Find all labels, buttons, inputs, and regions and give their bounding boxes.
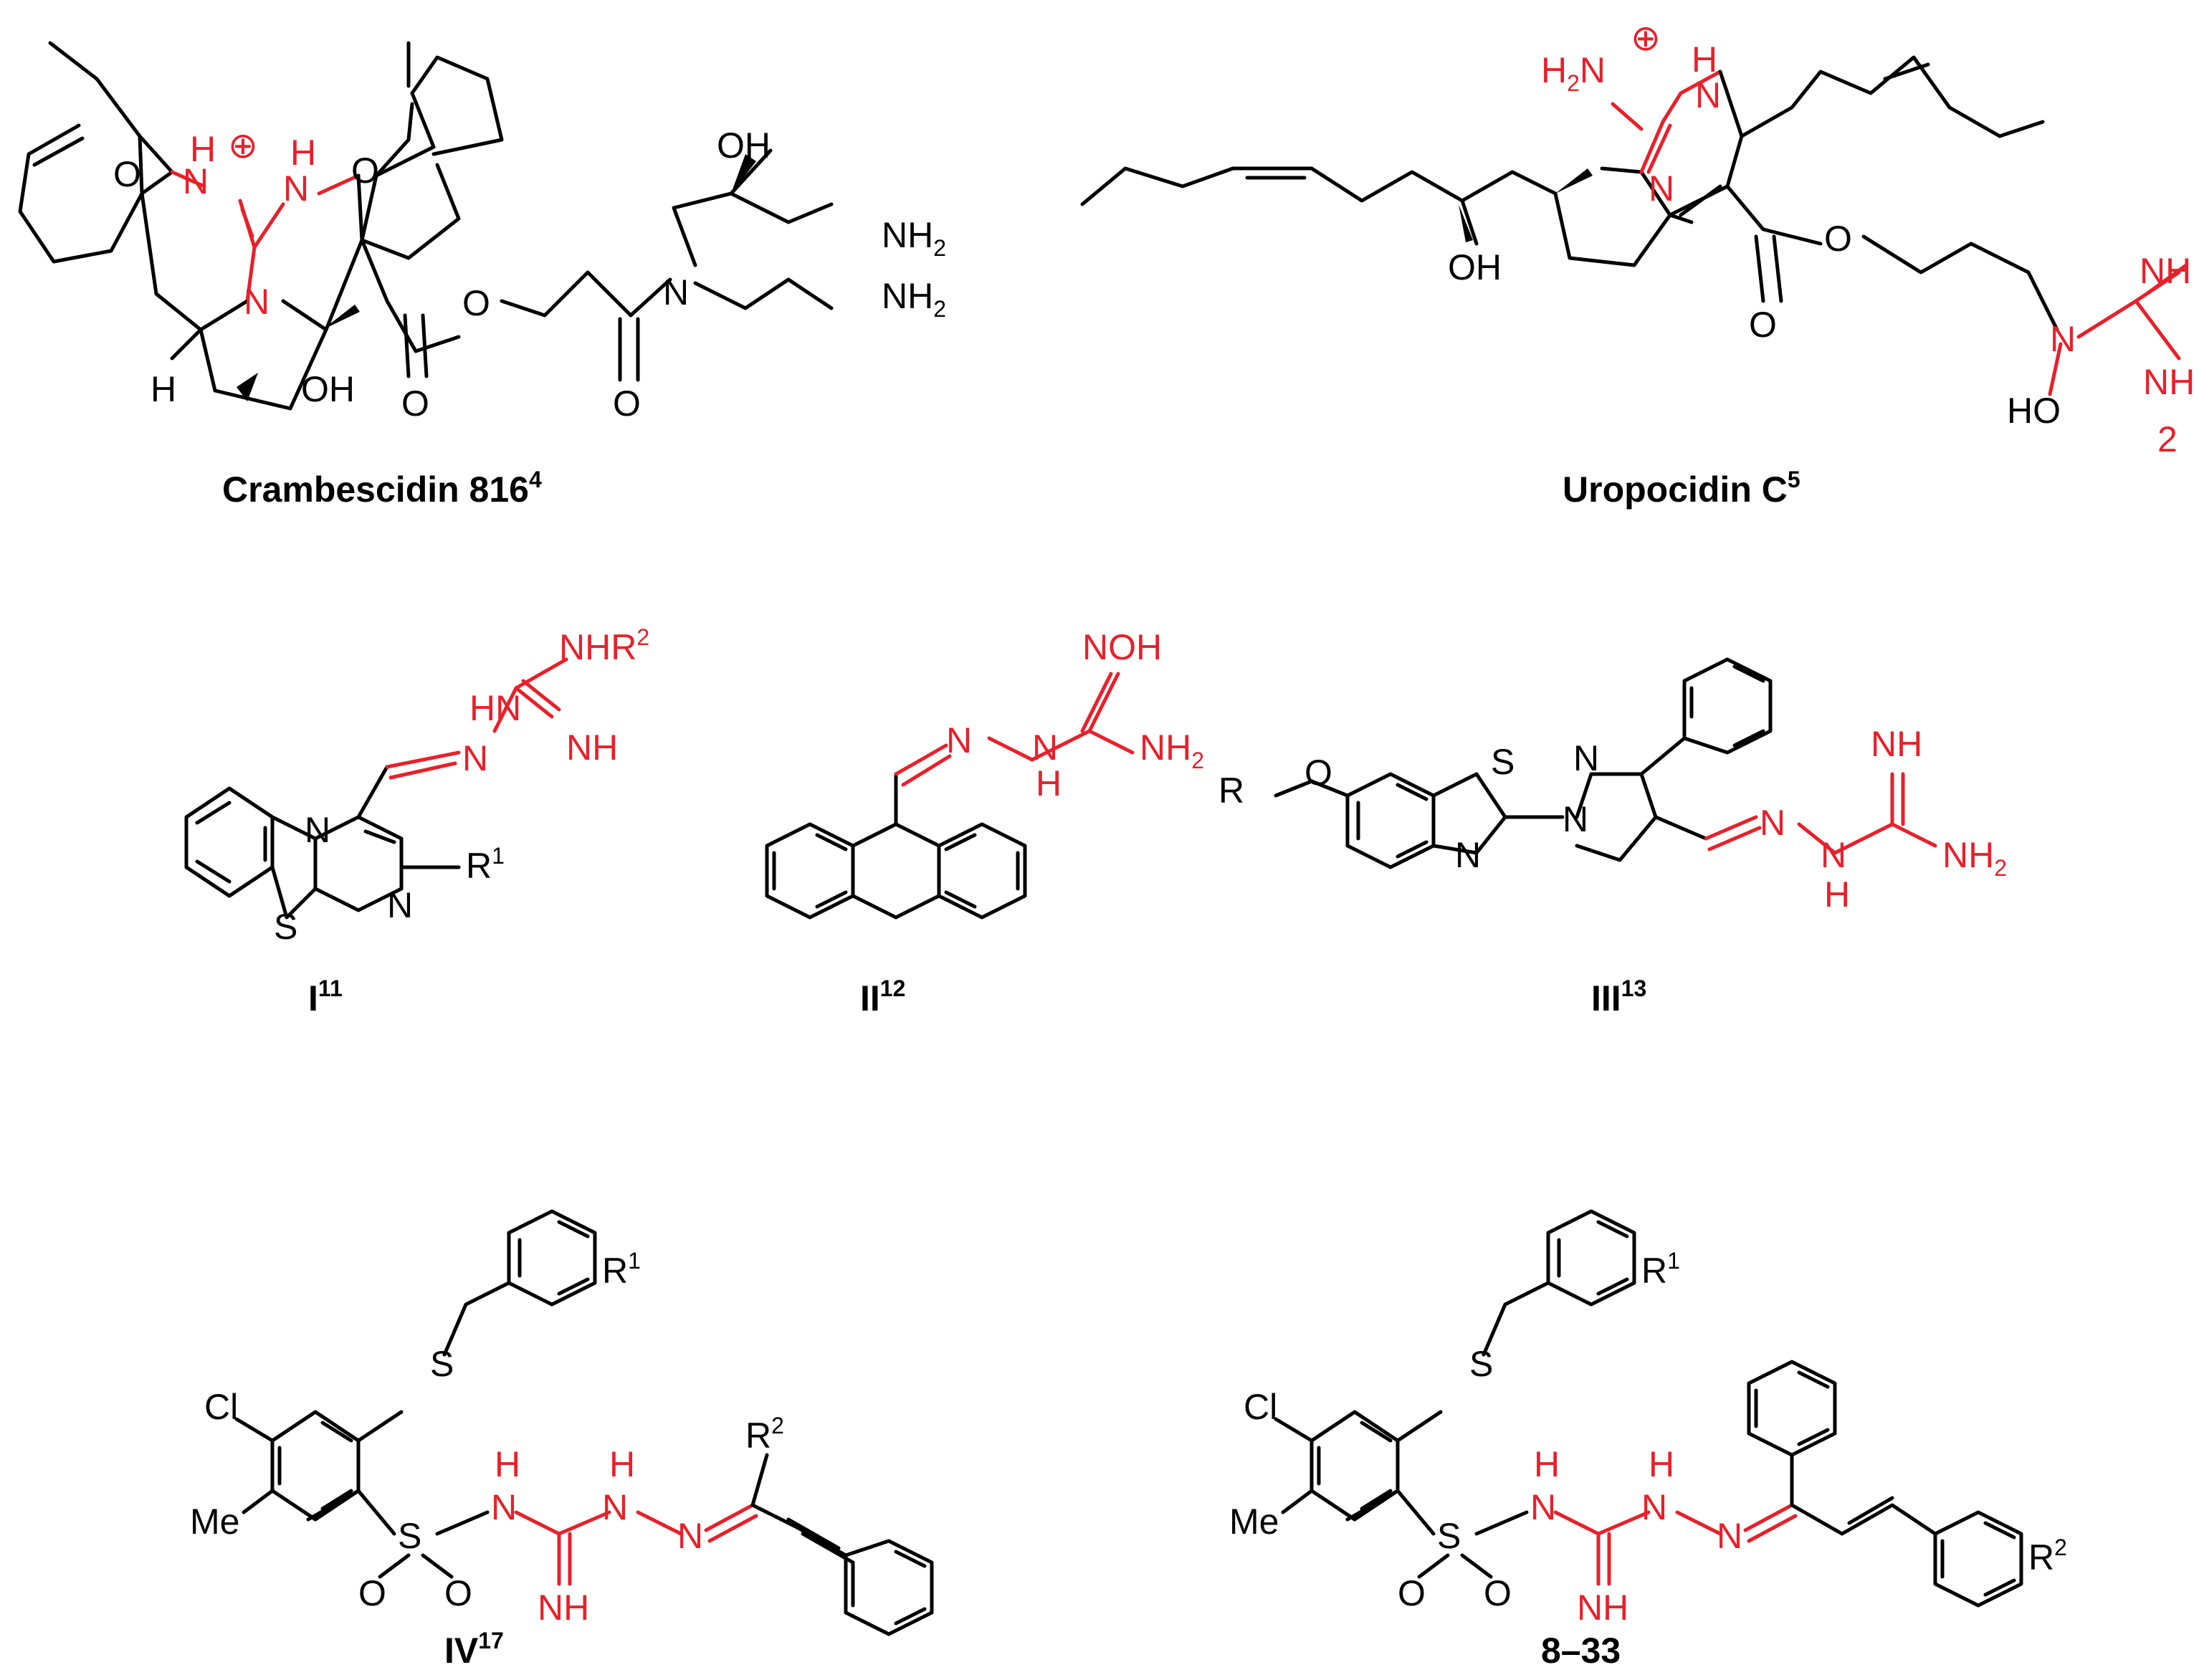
caption-I: I11 bbox=[308, 975, 343, 1018]
label-n-uro: N bbox=[1695, 75, 1721, 115]
label-n-ring: N bbox=[244, 282, 269, 322]
label-r2-IV: R2 bbox=[745, 1413, 784, 1456]
label-n-I: N bbox=[462, 738, 488, 778]
structure-crambescidin-816: OH NH2 NH2 N O O O O O OH H N H ⊕ N H N … bbox=[18, 41, 946, 510]
label-o-carbonyl: O bbox=[401, 383, 429, 424]
label-o2-833: O bbox=[1484, 1573, 1512, 1613]
label-nh2-1: NH2 bbox=[882, 215, 946, 261]
label-nh: N bbox=[283, 168, 309, 209]
label-h2-833: H bbox=[1649, 1444, 1674, 1484]
label-n2-IV: N bbox=[602, 1487, 628, 1527]
label-n2-833: N bbox=[1641, 1487, 1667, 1527]
label-hn-I: HN bbox=[469, 688, 521, 728]
label-n3-IV: N bbox=[677, 1516, 703, 1556]
label-nhr2: NHR2 bbox=[559, 624, 649, 667]
label-nh2-II: NH2 bbox=[1140, 727, 1204, 773]
label-n-hydrazone: N bbox=[1760, 803, 1785, 843]
label-h-II: H bbox=[1036, 763, 1062, 803]
structure-8-33: R1 Cl S Me S O O H N H N N NH R2 8–33 bbox=[1229, 1209, 2067, 1671]
label-nh-uro: NH bbox=[2140, 251, 2191, 291]
label-o-pyran: O bbox=[351, 151, 379, 191]
label-o-ester: O bbox=[462, 283, 490, 323]
label-oh-2: OH bbox=[301, 369, 355, 409]
caption-8-33: 8–33 bbox=[1541, 1631, 1621, 1671]
label-oh-uro: OH bbox=[1448, 247, 1502, 287]
label-me-833: Me bbox=[1229, 1502, 1279, 1542]
label-n1-IV: N bbox=[491, 1487, 517, 1527]
label-o2-IV: O bbox=[444, 1573, 472, 1613]
label-h-uro: H bbox=[1692, 39, 1717, 80]
caption-crambescidin: Crambescidin 8164 bbox=[222, 467, 542, 510]
caption-II: II12 bbox=[860, 975, 905, 1018]
label-o-oxepane: O bbox=[113, 154, 141, 194]
label-h-plus: H bbox=[190, 129, 216, 169]
label-s-thio-833: S bbox=[1469, 1344, 1493, 1384]
label-s-thio-IV: S bbox=[430, 1344, 454, 1384]
label-nh-III: NH bbox=[1871, 724, 1922, 764]
label-o1-833: O bbox=[1398, 1573, 1426, 1613]
label-n-thiazole: N bbox=[1455, 835, 1481, 875]
label-n-ring-uro: N bbox=[1649, 168, 1674, 209]
label-cl-IV: Cl bbox=[204, 1387, 238, 1427]
label-plus-uro: ⊕ bbox=[1631, 18, 1661, 58]
label-r1-IV: R1 bbox=[602, 1248, 641, 1291]
label-n3-833: N bbox=[1717, 1516, 1742, 1556]
structure-III: O R S N N N NH N N H NH2 III13 bbox=[1218, 657, 2007, 1018]
label-n-amide: N bbox=[663, 272, 689, 312]
label-r1-I: R1 bbox=[466, 843, 505, 886]
structure-I: NHR2 HN N NH N S N R1 I11 bbox=[184, 624, 649, 1018]
label-cl-833: Cl bbox=[1244, 1387, 1277, 1427]
label-n1-pyrazole: N bbox=[1563, 799, 1588, 839]
label-n-h-plus: N bbox=[183, 161, 209, 201]
structure-IV: R1 Cl S Me S O O H N H N N R2 NH IV17 bbox=[190, 1209, 934, 1671]
caption-III: III13 bbox=[1591, 975, 1646, 1018]
label-s-III: S bbox=[1491, 742, 1515, 782]
structure-II: NOH N N H NH2 II12 bbox=[765, 627, 1204, 1018]
label-o-carbonyl-uro: O bbox=[1749, 305, 1777, 345]
label-o1-IV: O bbox=[358, 1573, 386, 1613]
label-o-ester-uro: O bbox=[1824, 219, 1852, 259]
label-n1-II: N bbox=[946, 720, 972, 760]
label-h2-IV: H bbox=[609, 1444, 635, 1484]
label-nh-IV: NH bbox=[538, 1588, 589, 1628]
caption-IV: IV17 bbox=[444, 1628, 504, 1671]
label-r-III: R bbox=[1218, 770, 1244, 811]
label-me-IV: Me bbox=[190, 1502, 239, 1542]
label-n2-II: N bbox=[1032, 727, 1058, 768]
label-n-hydroxy: N bbox=[2050, 319, 2076, 359]
label-s-sulfonyl-833: S bbox=[1437, 1516, 1461, 1556]
label-n1-833: N bbox=[1530, 1487, 1556, 1527]
label-nh2-uro: NH bbox=[2143, 362, 2195, 402]
label-n2-I: N bbox=[387, 885, 413, 925]
label-r1-833: R1 bbox=[1641, 1248, 1680, 1291]
label-h-III: H bbox=[1824, 874, 1850, 915]
label-n-ring-I: N bbox=[305, 810, 330, 850]
label-h1-IV: H bbox=[495, 1444, 520, 1484]
label-h2n: H2N bbox=[1541, 50, 1606, 96]
label-n-hh-III: N bbox=[1821, 835, 1846, 875]
label-noh: NOH bbox=[1082, 627, 1162, 667]
label-ho-uro: HO bbox=[2007, 391, 2061, 431]
label-s-I: S bbox=[274, 907, 297, 947]
label-o-amide: O bbox=[613, 383, 641, 424]
label-sub2-uro: 2 bbox=[2157, 419, 2177, 459]
label-nh2-2: NH2 bbox=[882, 276, 946, 322]
label-h1-833: H bbox=[1534, 1444, 1560, 1484]
label-nh2-III: NH2 bbox=[1942, 835, 2007, 881]
label-r2-833: R2 bbox=[2028, 1535, 2067, 1578]
label-plus: ⊕ bbox=[228, 125, 258, 166]
label-nh-h: H bbox=[290, 133, 316, 173]
label-h: H bbox=[151, 369, 176, 409]
label-nh-I: NH bbox=[566, 727, 618, 768]
label-n2-pyrazole: N bbox=[1573, 738, 1599, 778]
label-s-sulfonyl-IV: S bbox=[398, 1516, 421, 1556]
label-o-III: O bbox=[1304, 753, 1332, 793]
label-oh: OH bbox=[717, 125, 771, 166]
structure-uropocidin-c: H2N ⊕ H N N OH O O NH N NH 2 HO Uropocid… bbox=[1080, 18, 2195, 510]
label-nh-833: NH bbox=[1577, 1588, 1628, 1628]
caption-uropocidin: Uropocidin C5 bbox=[1563, 467, 1800, 510]
